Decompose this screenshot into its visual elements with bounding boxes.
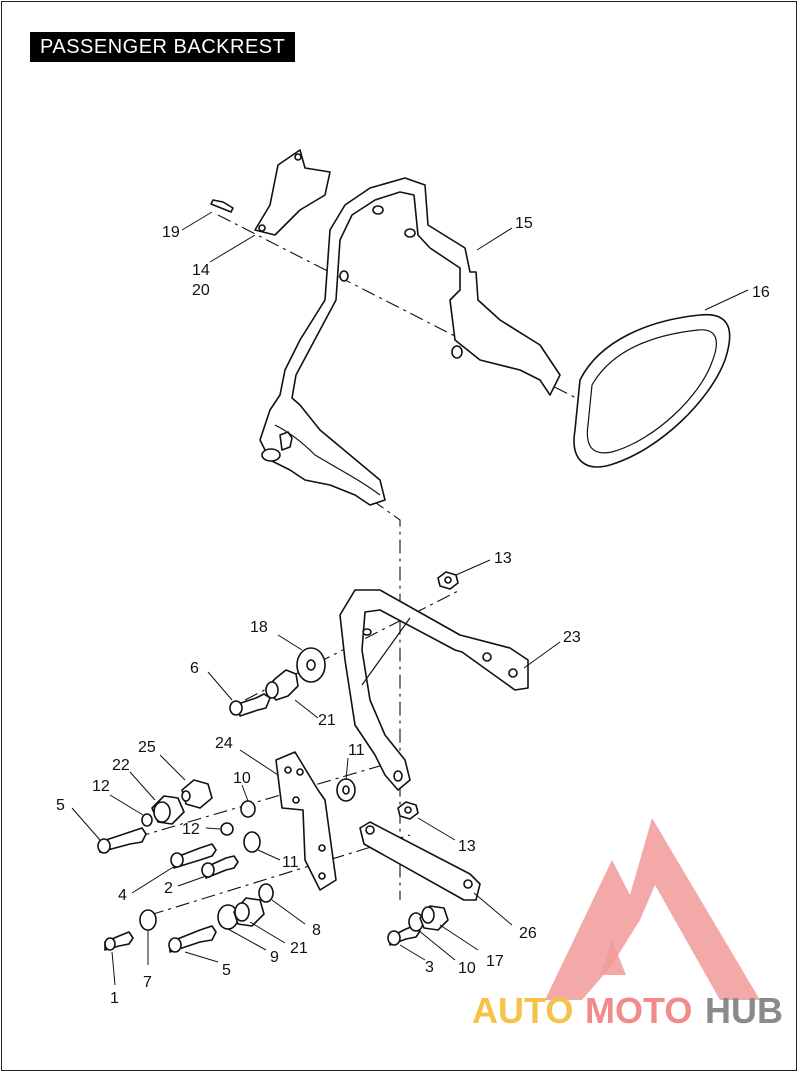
axis-line-vertical xyxy=(371,499,401,900)
screw-19 xyxy=(210,199,234,213)
support-link xyxy=(359,821,481,901)
callout-19: 19 xyxy=(162,224,180,241)
callout-9: 9 xyxy=(270,949,279,966)
watermark-triangle-icon xyxy=(545,818,760,1000)
page-title: PASSENGER BACKREST xyxy=(30,32,296,62)
callout-11-lower: 11 xyxy=(282,854,299,871)
backrest-bracket xyxy=(254,149,331,236)
callout-12-mid: 12 xyxy=(182,821,200,838)
callout-1: 1 xyxy=(110,990,119,1007)
callout-5-lower: 5 xyxy=(222,962,231,979)
mounting-plate xyxy=(275,751,337,891)
callout-11-top: 11 xyxy=(348,742,365,759)
latch-gear xyxy=(279,431,293,451)
backrest-pad xyxy=(573,313,731,468)
callout-17: 17 xyxy=(486,953,504,970)
callout-4: 4 xyxy=(118,887,127,904)
callout-13-lower: 13 xyxy=(458,838,476,855)
axis-line-mount xyxy=(217,214,581,401)
leader-lines xyxy=(71,211,749,986)
washer-10-top xyxy=(240,800,256,818)
callout-23: 23 xyxy=(563,629,581,646)
callout-6: 6 xyxy=(190,660,199,677)
washer-12-mid xyxy=(220,822,234,836)
callout-2: 2 xyxy=(164,880,173,897)
callout-26: 26 xyxy=(519,925,537,942)
watermark-logo: AUTO MOTO HUB xyxy=(472,818,783,1031)
watermark-auto: AUTO xyxy=(472,990,573,1031)
washer-7 xyxy=(139,909,157,931)
watermark-moto: MOTO xyxy=(585,990,692,1031)
axis-line-lower xyxy=(149,834,411,916)
mounting-bar xyxy=(339,589,529,791)
callout-18: 18 xyxy=(250,619,268,636)
callout-13-top: 13 xyxy=(494,550,512,567)
callout-3: 3 xyxy=(425,959,434,976)
callout-12-left: 12 xyxy=(92,778,110,795)
bolt-6 xyxy=(237,693,271,717)
callout-14: 14 xyxy=(192,262,210,279)
callout-8: 8 xyxy=(312,922,321,939)
callout-5-top: 5 xyxy=(56,797,65,814)
callout-22: 22 xyxy=(112,757,130,774)
callout-25: 25 xyxy=(138,739,156,756)
callout-21-top: 21 xyxy=(318,712,336,729)
sissy-bar-upright xyxy=(259,177,561,506)
callout-10-top: 10 xyxy=(233,770,251,787)
callout-7: 7 xyxy=(143,974,152,991)
callout-16: 16 xyxy=(752,284,770,301)
callout-10-lower: 10 xyxy=(458,960,476,977)
washer-8 xyxy=(258,883,274,903)
axis-line-bolt5 xyxy=(109,759,401,846)
watermark-hub: HUB xyxy=(705,990,783,1031)
callout-21-lower: 21 xyxy=(290,940,308,957)
washer-12-left xyxy=(141,813,153,827)
callout-24: 24 xyxy=(215,735,233,752)
washer-11-left xyxy=(243,831,261,853)
callout-15: 15 xyxy=(515,215,533,232)
bushing-25 xyxy=(181,779,213,809)
pivot-hole xyxy=(261,448,281,462)
callout-20: 20 xyxy=(192,282,210,299)
